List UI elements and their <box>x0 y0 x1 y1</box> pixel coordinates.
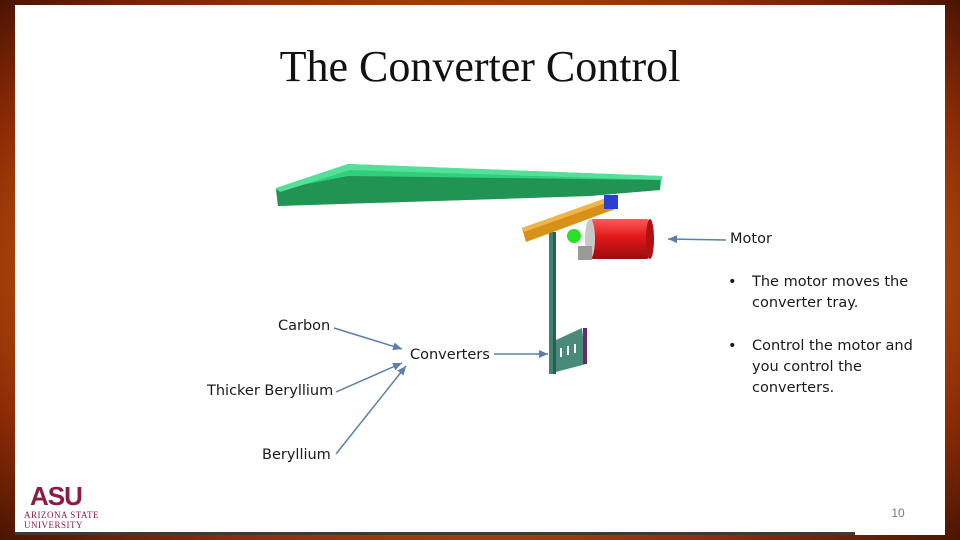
thicker-beryllium-arrow <box>335 362 403 393</box>
converter-tray-plate <box>276 164 662 206</box>
bullet-item: • Control the motor and you control the … <box>728 336 938 399</box>
annotation-arrows <box>333 235 727 455</box>
bullet-dot: • <box>728 338 737 354</box>
converter-rod <box>549 232 556 374</box>
bullet-list: • The motor moves the converter tray. • … <box>728 272 938 421</box>
asu-logo: ASU ARIZONA STATE UNIVERSITY <box>24 482 114 530</box>
asu-logo-line2: UNIVERSITY <box>24 520 83 530</box>
bullet-text: The motor moves the converter tray. <box>752 274 909 311</box>
motor-arrow <box>667 235 727 244</box>
converters-label: Converters <box>410 347 490 363</box>
bullet-text: Control the motor and you control the co… <box>752 338 913 396</box>
bullet-item: • The motor moves the converter tray. <box>728 272 938 314</box>
converter-holder <box>556 328 587 372</box>
motor-label: Motor <box>730 231 772 247</box>
slide-canvas <box>15 5 945 535</box>
beryllium-label: Beryllium <box>262 447 331 463</box>
carbon-label: Carbon <box>278 318 331 334</box>
motor-bracket <box>522 195 618 242</box>
slide-title: The Converter Control <box>279 42 681 91</box>
thicker-beryllium-label: Thicker Beryllium <box>207 383 334 399</box>
bullet-dot: • <box>728 274 737 290</box>
asu-logo-line1: ARIZONA STATE <box>24 510 100 520</box>
beryllium-arrow <box>335 365 407 455</box>
motor <box>567 219 654 260</box>
carbon-arrow <box>333 327 403 351</box>
footer-divider <box>15 532 855 535</box>
asu-logo-mark: ASU <box>30 481 83 511</box>
page-number: 10 <box>891 506 905 520</box>
